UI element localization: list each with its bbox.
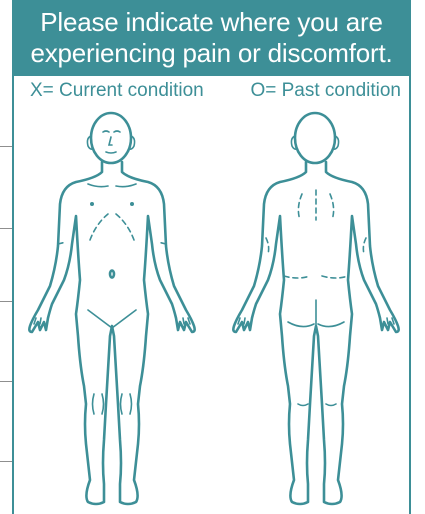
guide-line <box>0 301 12 302</box>
instruction-banner: Please indicate where you are experienci… <box>12 0 411 76</box>
instruction-line-1: Please indicate where you are <box>40 7 383 38</box>
legend-past-condition: O= Past condition <box>250 80 401 102</box>
guide-line <box>0 146 12 147</box>
back-body-figure[interactable] <box>222 104 412 510</box>
guide-line <box>0 461 12 462</box>
guide-line <box>0 381 12 382</box>
front-body-figure[interactable] <box>18 104 208 510</box>
legend-current-condition: X= Current condition <box>30 80 204 102</box>
margin-guides <box>0 0 12 514</box>
guide-line <box>0 228 12 229</box>
front-body-icon <box>18 104 208 510</box>
legend: X= Current condition O= Past condition <box>12 76 411 106</box>
instruction-line-2: experiencing pain or discomfort. <box>30 38 392 69</box>
back-body-icon <box>222 104 412 510</box>
